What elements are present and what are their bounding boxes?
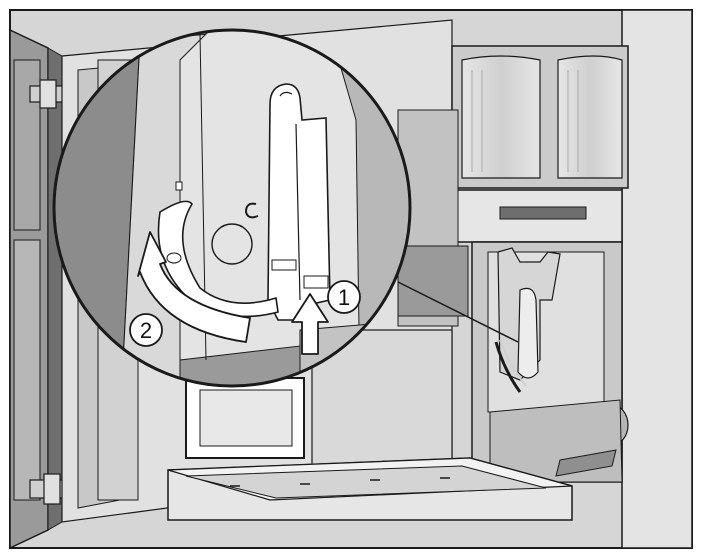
round-recess (211, 223, 253, 265)
center-components (185, 109, 469, 481)
shelf-with-slot (451, 189, 623, 243)
brew-unit-compartment (471, 241, 629, 483)
callout-2-label: 2 (140, 318, 152, 343)
drip-tray (167, 457, 573, 521)
upper-containers (451, 45, 629, 189)
curved-release-handle (157, 200, 279, 318)
machine-side-panel (621, 9, 693, 549)
callout-1-label: 1 (338, 285, 350, 310)
rotation-arrow-icon (137, 231, 251, 343)
upward-arrow-icon (291, 293, 329, 355)
callout-1: 1 (327, 280, 361, 314)
machine-door (9, 28, 63, 550)
small-hook-icon (244, 202, 259, 219)
brew-unit-lever (267, 83, 331, 321)
callout-2: 2 (129, 313, 163, 347)
magnifier-leader-line (397, 281, 519, 343)
